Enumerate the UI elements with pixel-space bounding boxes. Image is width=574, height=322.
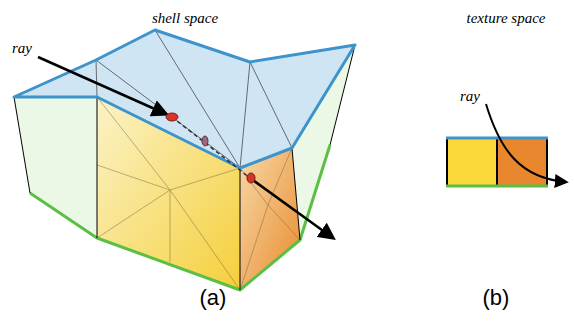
ray-label: ray (12, 40, 32, 57)
texture-edge (447, 138, 547, 186)
top-triangulation (96, 30, 292, 168)
panel-heading: texture space (467, 10, 546, 27)
hit-point (202, 136, 208, 146)
texture-cell (447, 138, 497, 186)
ray-out (250, 178, 333, 238)
hit-point (247, 173, 255, 183)
hit-point (166, 113, 178, 121)
ray-in (38, 57, 166, 114)
ray-curve (486, 104, 566, 182)
top-edge (14, 30, 355, 168)
top-surface (14, 30, 355, 168)
texture-top (446, 137, 548, 140)
panel-caption: (b) (483, 286, 510, 310)
prism-face (240, 148, 300, 290)
panel-caption: (a) (200, 286, 227, 310)
side-face (14, 97, 97, 238)
ray-label: ray (460, 88, 480, 105)
ray-inside (172, 117, 250, 178)
texture-bottom (446, 185, 548, 188)
panel-heading: shell space (152, 10, 218, 27)
base-edge (30, 145, 330, 290)
